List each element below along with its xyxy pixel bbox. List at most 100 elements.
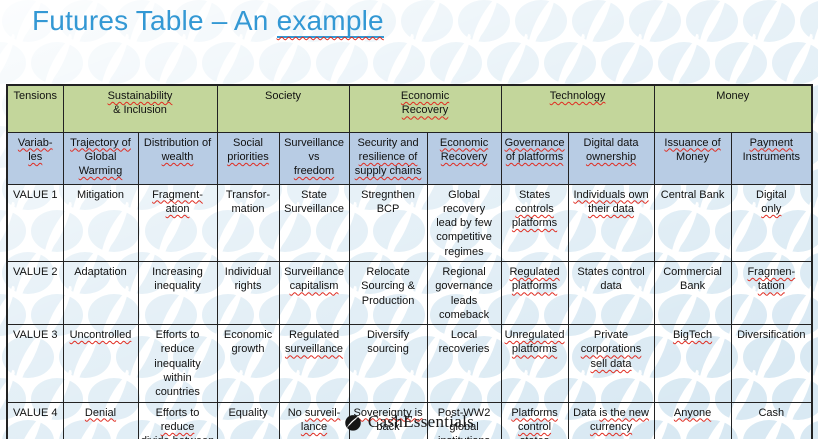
cell-text: of platforms — [505, 150, 564, 163]
table-cell: Equality — [216, 401, 280, 439]
cell-text: platforms — [511, 217, 558, 230]
table-cell: Central Bank — [653, 183, 732, 262]
cell-text: Cash — [758, 406, 785, 419]
cell-text: platforms — [511, 280, 558, 293]
cell-text: BCP — [376, 202, 400, 215]
cell-text: Tensions — [13, 90, 57, 102]
cell-text: Unregulated — [504, 329, 565, 342]
cell-text: Society — [264, 90, 302, 102]
cell-text: Sourcing & — [361, 280, 415, 293]
cell-text: Local — [450, 329, 478, 342]
table-cell: Transfor-mation — [216, 183, 280, 262]
cell-text: regimes — [444, 245, 484, 258]
cell-text: governance — [435, 280, 493, 293]
cell-text: Efforts to reduce — [155, 329, 200, 356]
cell-text: Fragment- — [152, 188, 203, 201]
table-cell: States control data — [567, 260, 655, 326]
cell-text: priorities — [227, 150, 269, 163]
cell-text: Economic — [400, 90, 450, 102]
cell-text: competitive — [436, 231, 492, 244]
cell-text: Increasing — [152, 265, 203, 278]
cell-text: les — [28, 150, 43, 163]
table-cell: Denial — [62, 401, 139, 439]
cell-text: Regulated — [288, 329, 340, 342]
cell-text: mation — [231, 202, 265, 215]
cell-text: States control — [577, 265, 645, 278]
cell-text: currency — [589, 420, 633, 433]
cell-text: leads — [450, 294, 478, 307]
group-header: Technology — [500, 84, 655, 133]
cell-text: & Inclusion — [113, 104, 167, 117]
cell-text: data — [600, 280, 622, 293]
table-cell: Fragmen-tation — [730, 260, 813, 326]
group-header: Society — [216, 84, 350, 133]
cell-text: only — [761, 202, 782, 215]
group-header: Money — [653, 84, 813, 133]
table-cell: Mitigation — [62, 183, 139, 262]
row-label: VALUE 3 — [6, 324, 64, 403]
page-title: Futures Table – An example — [32, 4, 384, 38]
cell-text: is the new — [599, 406, 649, 419]
cell-text: sell data — [590, 357, 632, 370]
cell-text: Warming — [78, 165, 123, 178]
table-cell: Post-WW2globalinstitutionslead recovery — [426, 401, 502, 439]
cell-text: Bank — [680, 280, 706, 293]
cell-text: State — [301, 188, 327, 201]
cell-text: Regulated — [509, 265, 560, 278]
cell-text: Commercial — [663, 265, 722, 278]
cell-text: Distribution of — [143, 136, 212, 149]
cell-text: Regional — [442, 265, 486, 278]
cell-text: supply chains — [354, 165, 422, 178]
cell-text: Economic — [439, 136, 489, 149]
footer-brand: CashEssentials — [367, 412, 475, 431]
cell-text: their data — [588, 202, 634, 215]
cell-text: resilience of — [358, 150, 418, 163]
cell-text: Uncontrolled — [69, 329, 132, 342]
cell-text: Global recovery — [442, 188, 486, 215]
cell-text: recoveries — [438, 343, 490, 356]
cell-text: Transfor- — [225, 188, 271, 201]
cell-text: Instruments — [742, 150, 801, 163]
cell-text: Surveillance — [284, 202, 344, 215]
footer: CashEssentials — [0, 412, 818, 436]
cell-text: Fragmen- — [747, 265, 796, 278]
cell-text: Money — [716, 90, 750, 102]
cell-text: controls — [515, 202, 554, 215]
table-cell: Diversification — [730, 324, 813, 403]
cell-text: Digital — [756, 188, 787, 201]
cell-text: capitalism — [289, 280, 339, 293]
cell-text: Individual — [224, 265, 272, 278]
cell-text: Production — [361, 294, 415, 307]
page-title-emphasized: example — [276, 5, 384, 38]
cell-text: VALUE 1 — [13, 188, 58, 201]
cell-text: institutions — [438, 435, 490, 439]
cell-text: Trajectory of — [70, 136, 131, 149]
cell-text: platforms — [511, 343, 558, 356]
cell-text: global — [449, 420, 479, 433]
cell-text: Diversification — [737, 329, 806, 342]
cell-text: States — [518, 188, 551, 201]
cell-text: VALUE 3 — [13, 329, 58, 342]
row-label: VALUE 1 — [6, 183, 64, 262]
cell-text: inequality within — [154, 357, 201, 385]
cell-text: Data — [573, 406, 600, 419]
